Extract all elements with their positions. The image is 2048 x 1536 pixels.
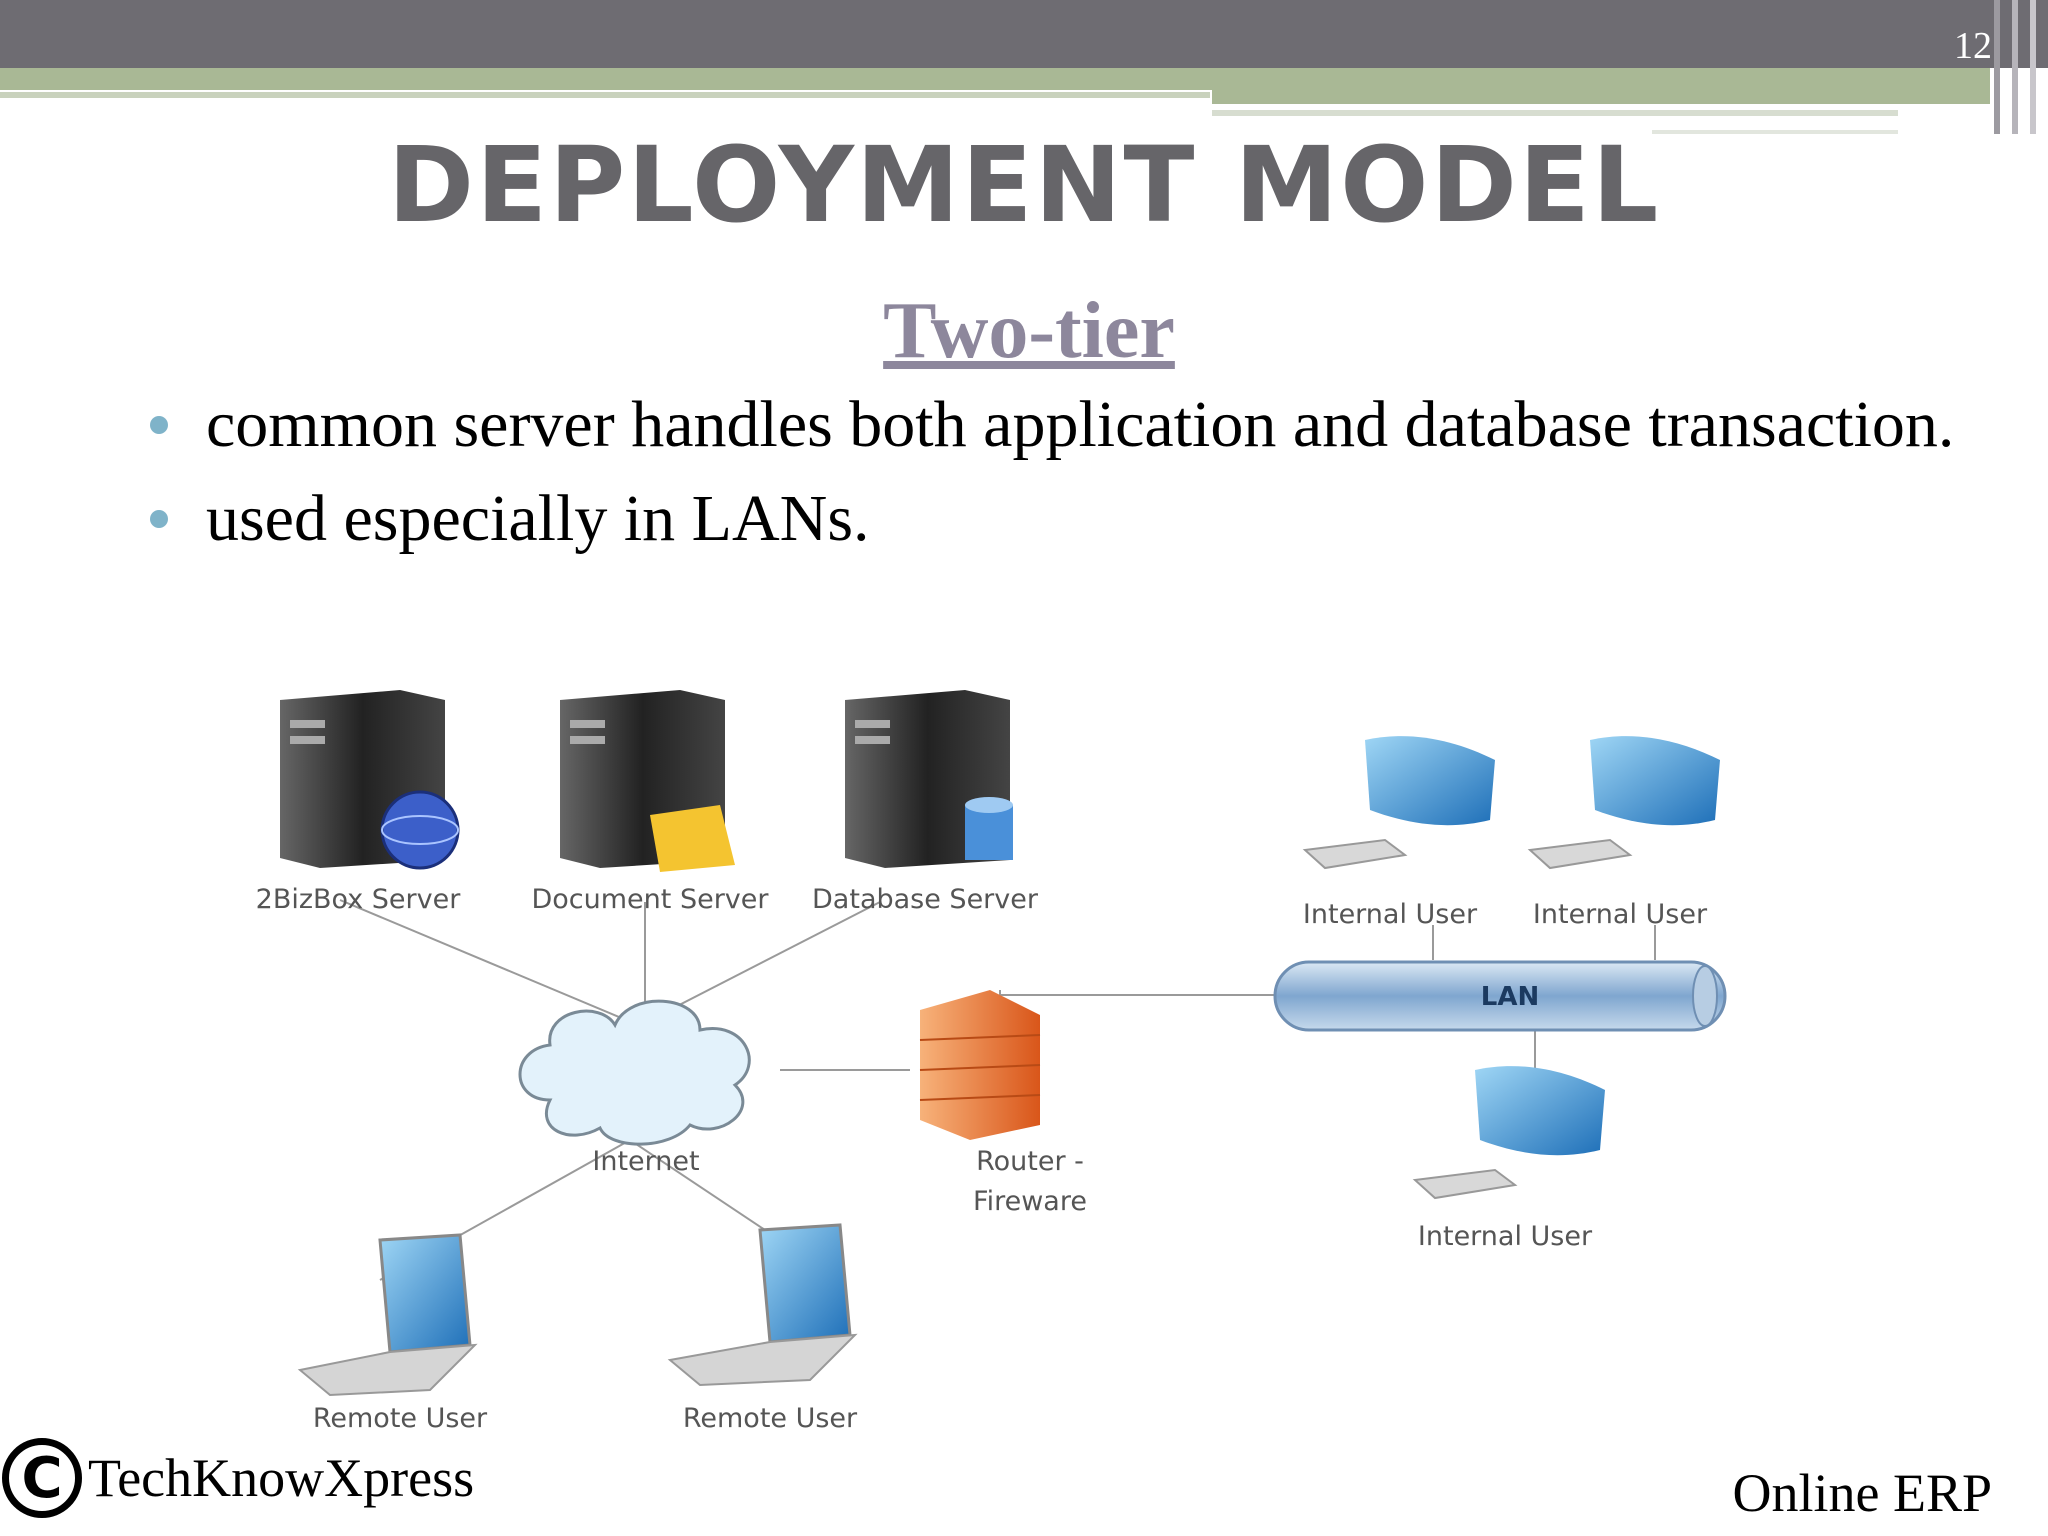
remote-user-1: Remote User	[297, 1233, 488, 1434]
router-label: Router -	[976, 1146, 1084, 1177]
lan-bus: LAN	[1273, 960, 1727, 1032]
network-diagram: 2BizBox Server Document Server Database …	[256, 690, 1727, 1434]
divider-line	[1652, 130, 1898, 134]
keyboard-icon	[1412, 1168, 1518, 1200]
internal-user-2: Internal User	[1527, 736, 1720, 930]
internet-label: Internet	[592, 1146, 699, 1177]
remote-user-label: Remote User	[313, 1403, 488, 1434]
edge-stripe	[1994, 0, 2000, 134]
internal-user-3: Internal User	[1412, 1066, 1605, 1252]
monitor-icon	[1475, 1066, 1605, 1156]
internal-user-label: Internal User	[1533, 899, 1708, 930]
bullet-dot	[150, 416, 168, 434]
bullet-list: common server handles both application a…	[150, 384, 1970, 572]
remote-user-2: Remote User	[667, 1223, 858, 1434]
slide-subtitle: Two-tier	[883, 287, 1175, 375]
server-document: Document Server	[531, 690, 769, 915]
divider-line	[1212, 110, 1898, 116]
server-label: 2BizBox Server	[256, 884, 462, 915]
monitor-icon	[1365, 736, 1495, 826]
server-label: Database Server	[812, 884, 1039, 915]
bullet-text: used especially in LANs.	[206, 482, 870, 555]
accent-bar-secondary	[1212, 90, 1990, 104]
server-label: Document Server	[531, 884, 769, 915]
keyboard-icon	[1302, 838, 1408, 870]
laptop-icon	[378, 1233, 472, 1354]
copyright-icon: C	[2, 1438, 82, 1518]
bullet-item: used especially in LANs.	[150, 478, 1970, 560]
server-database: Database Server	[812, 690, 1039, 915]
laptop-icon	[758, 1223, 852, 1344]
bullet-dot	[150, 510, 168, 528]
cloud-icon	[518, 999, 751, 1146]
folder-icon	[650, 805, 735, 872]
slide-number: 12	[1954, 25, 1992, 67]
globe-icon	[380, 790, 460, 870]
firewall-icon	[920, 990, 1040, 1140]
bullet-text: common server handles both application a…	[206, 388, 1955, 461]
slide-title: DEPLOYMENT MODEL	[387, 124, 1661, 246]
top-bar	[0, 0, 2048, 68]
footer-left-text: TechKnowXpress	[88, 1448, 475, 1508]
divider-line	[0, 92, 1210, 98]
footer-right-text: Online ERP	[1732, 1463, 1992, 1523]
bullet-item: common server handles both application a…	[150, 384, 1970, 466]
database-icon	[965, 805, 1013, 860]
monitor-icon	[1590, 736, 1720, 826]
server-2bizbox: 2BizBox Server	[256, 690, 462, 915]
remote-user-label: Remote User	[683, 1403, 858, 1434]
edge-stripe	[2030, 0, 2036, 134]
lan-label: LAN	[1481, 982, 1539, 1012]
router-firewall: Router - Fireware	[919, 990, 1087, 1217]
keyboard-icon	[1527, 838, 1633, 870]
internal-user-label: Internal User	[1418, 1221, 1593, 1252]
internet-cloud: Internet	[518, 999, 751, 1177]
router-label: Fireware	[973, 1186, 1087, 1217]
edge-stripe	[2012, 0, 2018, 134]
internal-user-1: Internal User	[1302, 736, 1495, 930]
internal-user-label: Internal User	[1303, 899, 1478, 930]
footer-brand: C TechKnowXpress	[2, 1438, 474, 1518]
accent-bar	[0, 68, 1990, 90]
